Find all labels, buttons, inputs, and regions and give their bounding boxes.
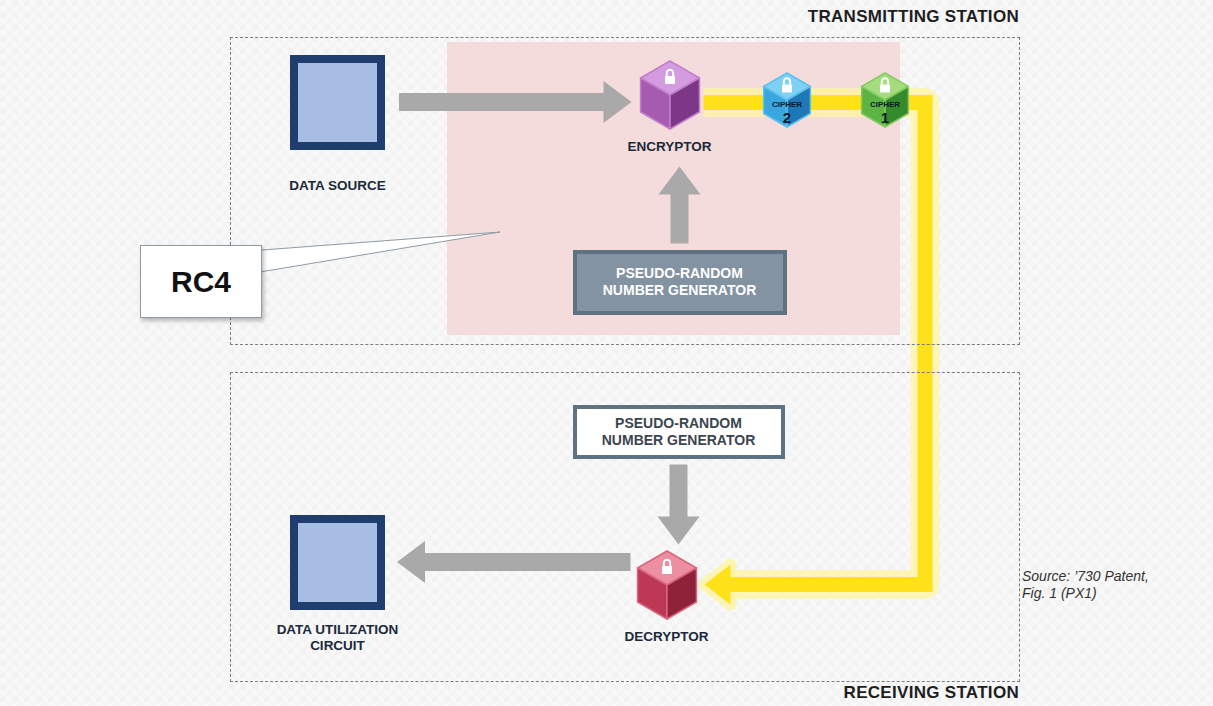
flow-arrow [399,81,632,123]
arrow-shaft [671,194,689,244]
arrow-shaft [670,465,688,518]
block-label: ENCRYPTOR [595,139,745,155]
data-block: DATA SOURCE [258,55,418,194]
arrow-head [659,167,701,195]
cipher-stream-arrow [704,103,926,605]
lock-body [880,85,890,93]
crypto-cube: ENCRYPTOR [590,55,750,155]
arrow-head [604,81,632,123]
cipher-label: 2 [762,110,812,125]
station-title: TRANSMITTING STATION [808,8,1019,26]
cipher-label: CIPHER [762,101,812,109]
block-label: DATA UTILIZATION CIRCUIT [263,622,413,654]
arrow-glow [705,565,731,605]
generator-label: PSEUDO-RANDOM NUMBER GENERATOR [589,265,771,299]
flow-arrow [658,465,700,545]
callout-pointer [236,232,500,276]
cube-face [667,568,696,619]
arrow-head [658,517,700,545]
generator-box: PSEUDO-RANDOM NUMBER GENERATOR [573,405,785,459]
cube-drawing [637,551,696,619]
lock-shackle [666,69,672,75]
arrow-shaft [704,103,926,585]
document-icon [290,55,385,150]
cube-face [670,78,699,129]
highlight-panel [447,42,900,335]
cube-face [637,568,666,619]
generator-label: PSEUDO-RANDOM NUMBER GENERATOR [589,415,769,449]
callout-text: RC4 [171,265,231,299]
station-title: RECEIVING STATION [844,684,1019,702]
cube-icon [630,55,710,135]
document-icon [290,515,385,610]
arrow-head [397,541,425,583]
cipher-label: CIPHER [860,101,910,109]
arrow-glow [704,103,926,585]
lock-body [782,85,792,93]
station-region: TRANSMITTING STATIONDATA SOURCEENCRYPTOR… [230,37,1020,345]
station-region: RECEIVING STATIONPSEUDO-RANDOM NUMBER GE… [230,372,1020,682]
block-label: DATA SOURCE [263,178,413,194]
callout-box: RC4 [140,245,262,318]
generator-box: PSEUDO-RANDOM NUMBER GENERATOR [573,250,787,315]
data-block: DATA UTILIZATION CIRCUIT [258,515,418,654]
flow-arrow [397,541,631,583]
flow-arrow [659,167,701,244]
block-label: DECRYPTOR [592,629,742,645]
cube-drawing [640,61,699,129]
lock-shackle [784,78,790,84]
cube-face [640,78,669,129]
cube-icon [627,545,707,625]
arrow-shaft [399,93,605,111]
lock-body [662,566,672,574]
crypto-cube: DECRYPTOR [587,545,747,645]
lock-shackle [882,78,888,84]
lock-body [665,76,675,84]
arrow-head [705,565,731,605]
cipher-label: 1 [860,110,910,125]
arrow-shaft [424,553,631,571]
lock-shackle [663,559,669,565]
source-caption: Source: ’730 Patent, Fig. 1 (PX1) [1022,568,1172,602]
